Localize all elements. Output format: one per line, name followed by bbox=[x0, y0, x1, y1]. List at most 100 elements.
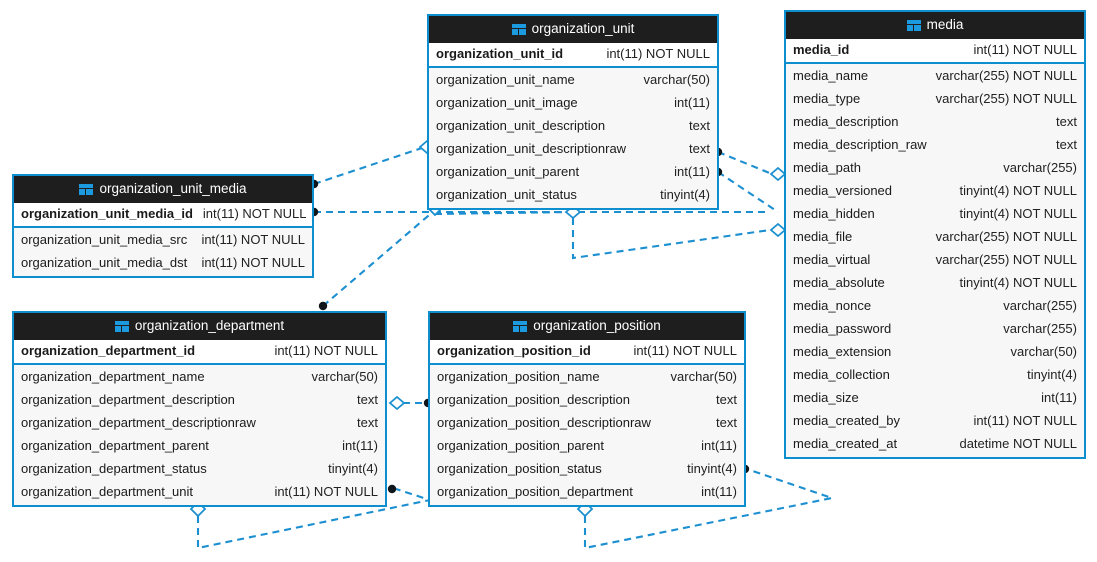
field-name: organization_position_name bbox=[437, 369, 600, 384]
field-type: int(11) NOT NULL bbox=[201, 255, 305, 270]
field-name: organization_department_description bbox=[21, 392, 235, 407]
field-type: text bbox=[1056, 114, 1077, 129]
field-name: organization_position_id bbox=[437, 343, 591, 358]
field-list: organization_position_name varchar(50) or… bbox=[430, 365, 744, 505]
field-type: varchar(255) bbox=[1003, 160, 1077, 175]
field-type: text bbox=[1056, 137, 1077, 152]
field-row: organization_department_descriptionraw te… bbox=[14, 412, 385, 435]
field-row: media_collection tinyint(4) bbox=[786, 364, 1084, 387]
field-type: tinyint(4) bbox=[1027, 367, 1077, 382]
field-type: text bbox=[357, 392, 378, 407]
field-name: organization_position_descriptionraw bbox=[437, 415, 651, 430]
field-type: tinyint(4) bbox=[328, 461, 378, 476]
field-row: media_size int(11) bbox=[786, 387, 1084, 410]
field-name: media_collection bbox=[793, 367, 890, 382]
field-type: tinyint(4) NOT NULL bbox=[959, 183, 1077, 198]
field-type: int(11) NOT NULL bbox=[973, 413, 1077, 428]
field-type: text bbox=[689, 118, 710, 133]
field-row: organization_position_status tinyint(4) bbox=[430, 458, 744, 481]
field-type: text bbox=[357, 415, 378, 430]
entity-header: organization_unit_media bbox=[14, 176, 312, 203]
field-name: organization_unit_descriptionraw bbox=[436, 141, 627, 156]
entity-organization_position[interactable]: organization_position organization_posit… bbox=[428, 311, 746, 507]
entity-title: organization_position bbox=[533, 318, 661, 333]
field-row: organization_department_status tinyint(4) bbox=[14, 458, 385, 481]
edge-department-to-unit bbox=[322, 209, 436, 307]
field-type: int(11) bbox=[674, 95, 710, 110]
field-row: organization_department_parent int(11) bbox=[14, 435, 385, 458]
field-name: media_password bbox=[793, 321, 892, 336]
entity-header: organization_position bbox=[430, 313, 744, 340]
field-type: varchar(50) bbox=[311, 369, 378, 384]
field-type: text bbox=[689, 141, 710, 156]
entity-media[interactable]: media media_id int(11) NOT NULL media_na… bbox=[784, 10, 1086, 459]
field-name: organization_position_status bbox=[437, 461, 602, 476]
field-type: varchar(255) NOT NULL bbox=[935, 229, 1077, 244]
field-type: int(11) NOT NULL bbox=[274, 484, 378, 499]
endpoint-diamond bbox=[388, 395, 406, 411]
primary-key-row: organization_unit_media_id int(11) NOT N… bbox=[14, 203, 312, 228]
field-name: media_created_at bbox=[793, 436, 898, 451]
field-name: media_size bbox=[793, 390, 859, 405]
field-name: media_id bbox=[793, 42, 850, 57]
field-type: int(11) bbox=[342, 438, 378, 453]
field-name: media_versioned bbox=[793, 183, 893, 198]
edge-unit-bottom-to-media bbox=[434, 210, 771, 260]
entity-header: organization_department bbox=[14, 313, 385, 340]
field-type: varchar(255) NOT NULL bbox=[935, 68, 1077, 83]
field-type: int(11) NOT NULL bbox=[201, 232, 305, 247]
field-name: media_created_by bbox=[793, 413, 900, 428]
field-name: media_hidden bbox=[793, 206, 875, 221]
field-name: organization_unit_parent bbox=[436, 164, 580, 179]
field-type: varchar(50) bbox=[670, 369, 737, 384]
field-name: organization_unit_media_src bbox=[21, 232, 188, 247]
field-name: organization_unit_description bbox=[436, 118, 606, 133]
field-type: int(11) NOT NULL bbox=[606, 46, 710, 61]
field-type: int(11) NOT NULL bbox=[202, 206, 307, 221]
field-name: organization_unit_media_dst bbox=[21, 255, 188, 270]
field-name: organization_department_parent bbox=[21, 438, 209, 453]
field-row: organization_unit_description text bbox=[429, 115, 717, 138]
field-type: int(11) bbox=[1041, 390, 1077, 405]
edge-oum-to-unit bbox=[313, 146, 426, 185]
entity-title: organization_unit bbox=[531, 21, 635, 36]
field-row: organization_position_name varchar(50) bbox=[430, 366, 744, 389]
field-name: organization_department_descriptionraw bbox=[21, 415, 256, 430]
field-name: organization_unit_image bbox=[436, 95, 578, 110]
table-icon bbox=[511, 23, 526, 35]
entity-title: organization_department bbox=[134, 318, 285, 333]
field-type: tinyint(4) bbox=[660, 187, 710, 202]
field-name: media_extension bbox=[793, 344, 892, 359]
field-type: int(11) NOT NULL bbox=[274, 343, 378, 358]
field-name: media_nonce bbox=[793, 298, 872, 313]
field-type: varchar(50) bbox=[643, 72, 710, 87]
field-type: varchar(255) bbox=[1003, 298, 1077, 313]
field-name: media_path bbox=[793, 160, 861, 175]
field-type: int(11) bbox=[701, 438, 737, 453]
field-row: organization_unit_image int(11) bbox=[429, 92, 717, 115]
field-row: media_path varchar(255) bbox=[786, 157, 1084, 180]
field-name: organization_position_department bbox=[437, 484, 633, 499]
entity-header: media bbox=[786, 12, 1084, 39]
entity-organization_unit_media[interactable]: organization_unit_media organization_uni… bbox=[12, 174, 314, 278]
entity-organization_unit[interactable]: organization_unit organization_unit_id i… bbox=[427, 14, 719, 210]
field-type: tinyint(4) bbox=[687, 461, 737, 476]
field-name: organization_department_status bbox=[21, 461, 207, 476]
entity-organization_department[interactable]: organization_department organization_dep… bbox=[12, 311, 387, 507]
